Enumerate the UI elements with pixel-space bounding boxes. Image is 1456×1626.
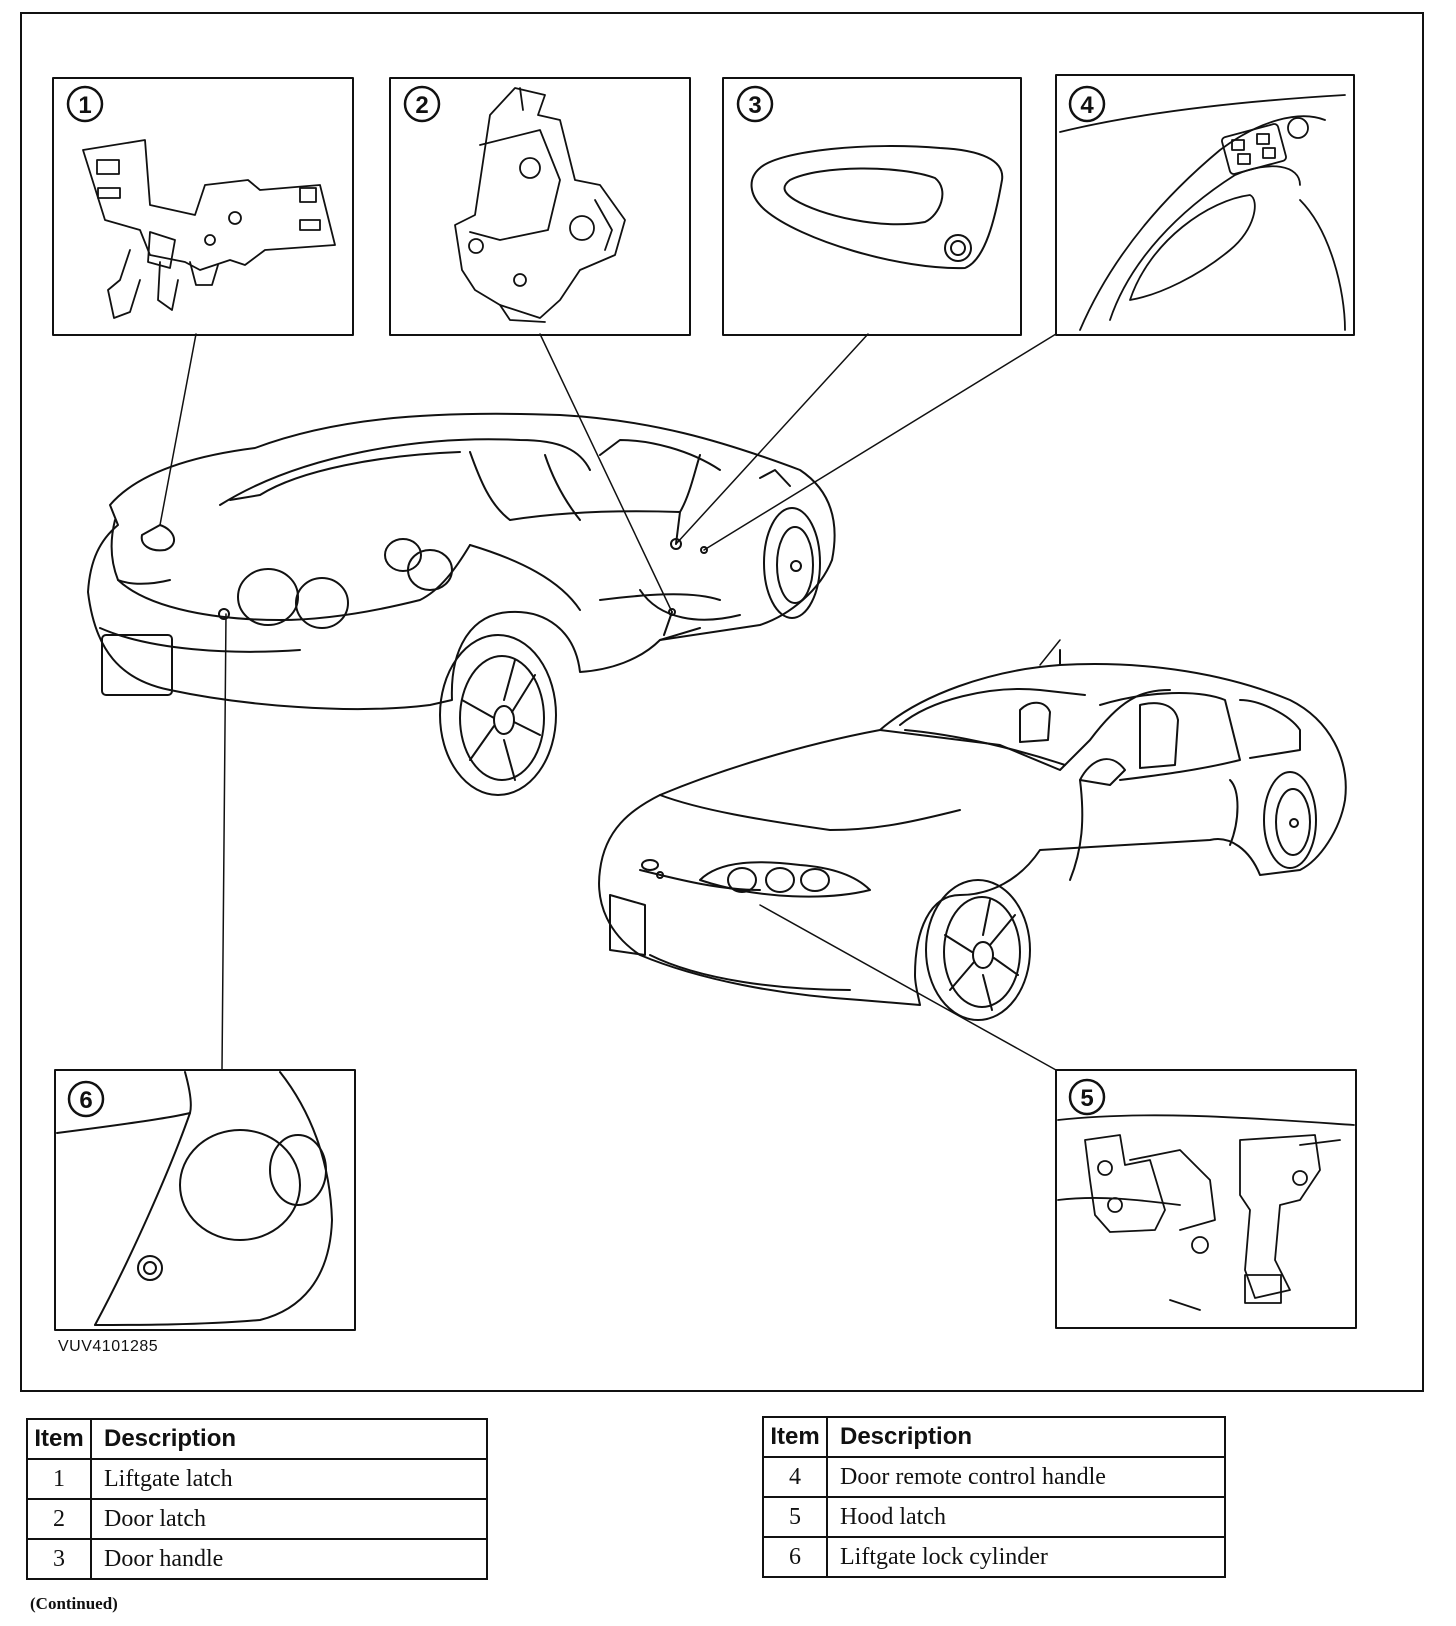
table-row: 1 Liftgate latch [26, 1458, 488, 1500]
callout-number-1: 1 [78, 92, 91, 119]
figure-code: VUV4101285 [58, 1338, 159, 1355]
callout-number-5: 5 [1080, 1085, 1093, 1112]
car-front-view-drawing [598, 649, 1347, 1021]
item-number: 5 [762, 1496, 828, 1538]
legend-table-right: Item Description 4 Door remote control h… [762, 1416, 1226, 1578]
table-row: 4 Door remote control handle [762, 1456, 1226, 1498]
item-number: 2 [26, 1498, 92, 1540]
table-row: 6 Liftgate lock cylinder [762, 1536, 1226, 1578]
item-description: Door remote control handle [826, 1456, 1226, 1498]
liftgate-latch-drawing [82, 139, 336, 319]
callout-number-4: 4 [1080, 92, 1094, 119]
detail-panel-1: 1 [52, 77, 354, 336]
diagram-frame [20, 12, 1424, 1392]
item-number: 6 [762, 1536, 828, 1578]
liftgate-lock-cylinder-drawing [56, 1071, 333, 1326]
table-header-row: Item Description [762, 1416, 1226, 1458]
callout-circle-1 [66, 85, 104, 123]
column-header-description: Description [90, 1418, 488, 1460]
table-row: 2 Door latch [26, 1498, 488, 1540]
detail-panel-4: 4 [1055, 74, 1355, 336]
item-number: 1 [26, 1458, 92, 1500]
door-remote-control-handle-drawing [1059, 94, 1346, 331]
callout-number-3: 3 [748, 92, 761, 119]
item-number: 3 [26, 1538, 92, 1580]
item-description: Liftgate latch [90, 1458, 488, 1500]
table-header-row: Item Description [26, 1418, 488, 1460]
detail-panel-6: 6 [54, 1069, 356, 1331]
detail-panel-2: 2 [389, 77, 691, 336]
item-description: Hood latch [826, 1496, 1226, 1538]
legend-table-left: Item Description 1 Liftgate latch 2 Door… [26, 1418, 488, 1580]
callout-circle-6 [67, 1080, 105, 1118]
item-number: 4 [762, 1456, 828, 1498]
item-description: Door handle [90, 1538, 488, 1580]
column-header-description: Description [826, 1416, 1226, 1458]
hood-latch-drawing [1057, 1114, 1355, 1311]
leader-lines [159, 333, 1061, 1071]
continued-note: (Continued) [30, 1594, 118, 1613]
item-description: Liftgate lock cylinder [826, 1536, 1226, 1578]
column-header-item: Item [762, 1416, 828, 1458]
car-rear-view-drawing [87, 412, 836, 796]
callout-circle-3 [736, 85, 774, 123]
table-row: 5 Hood latch [762, 1496, 1226, 1538]
column-header-item: Item [26, 1418, 92, 1460]
detail-panel-5: 5 [1055, 1069, 1357, 1329]
door-handle-drawing [750, 145, 1004, 270]
callout-number-2: 2 [415, 92, 428, 119]
callout-circle-5 [1068, 1078, 1106, 1116]
item-description: Door latch [90, 1498, 488, 1540]
callout-circle-4 [1068, 85, 1106, 123]
detail-panel-3: 3 [722, 77, 1022, 336]
callout-number-6: 6 [79, 1087, 92, 1114]
table-row: 3 Door handle [26, 1538, 488, 1580]
callout-circle-2 [403, 85, 441, 123]
door-latch-drawing [454, 87, 626, 323]
